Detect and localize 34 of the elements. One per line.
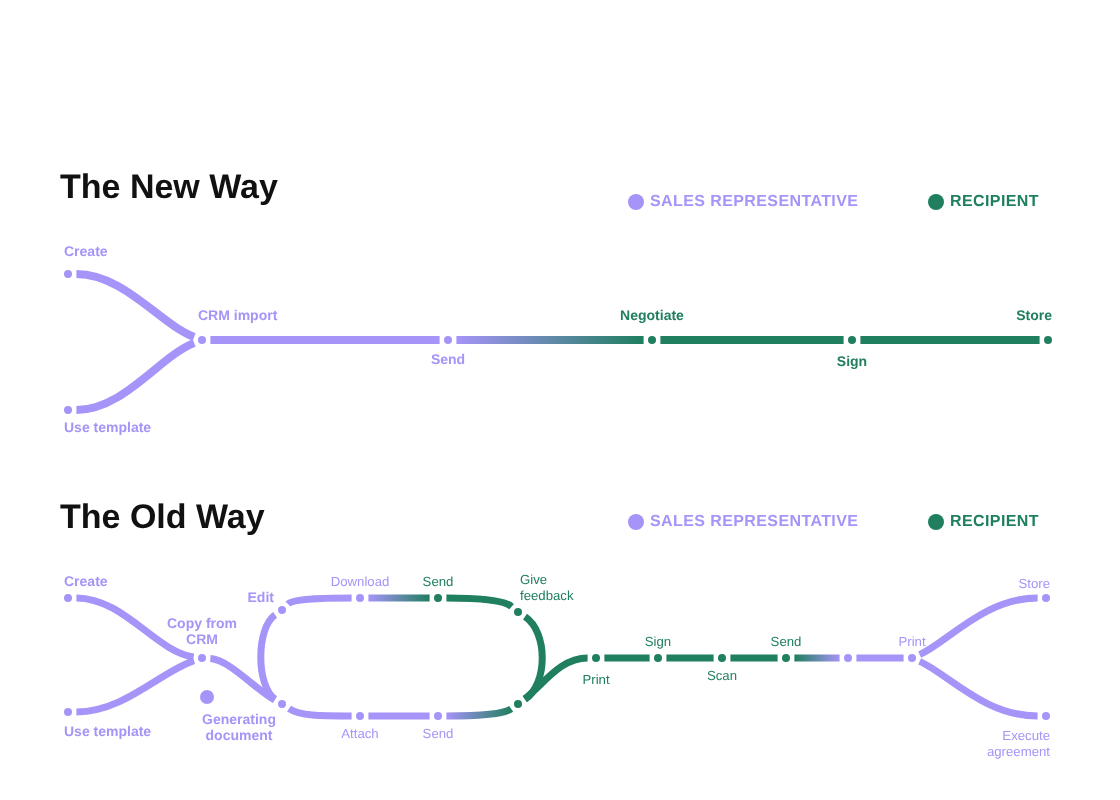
route-line [604,654,650,662]
route-line [456,336,644,344]
route-line [666,654,714,662]
section-title: The Old Way [60,498,265,538]
route-line [522,614,546,702]
route-line [368,712,430,720]
section-title: The New Way [60,168,278,208]
route-line [76,270,196,341]
route-line [918,658,1038,720]
legend-label: RECIPIENT [950,512,1039,532]
route-line [860,336,1040,344]
route-line [446,705,513,720]
route-line [76,339,196,414]
route-line [210,336,440,344]
legend-label: SALES REPRESENTATIVE [650,192,859,212]
route-line [287,705,352,720]
station-dot-icon [514,700,522,708]
route-line [368,594,430,602]
route-line [522,654,588,702]
route-line [76,594,195,661]
station-dot-icon [844,654,852,662]
route-line [209,655,277,703]
route-line [660,336,844,344]
route-line [286,594,352,608]
station-dot-icon [278,700,286,708]
route-line [76,657,196,716]
route-line [446,594,514,610]
route-line [918,594,1038,658]
route-line [856,654,904,662]
legend-label: RECIPIENT [950,192,1039,212]
route-line [257,612,278,702]
route-line [794,654,840,662]
route-line [730,654,778,662]
legend-label: SALES REPRESENTATIVE [650,512,859,532]
